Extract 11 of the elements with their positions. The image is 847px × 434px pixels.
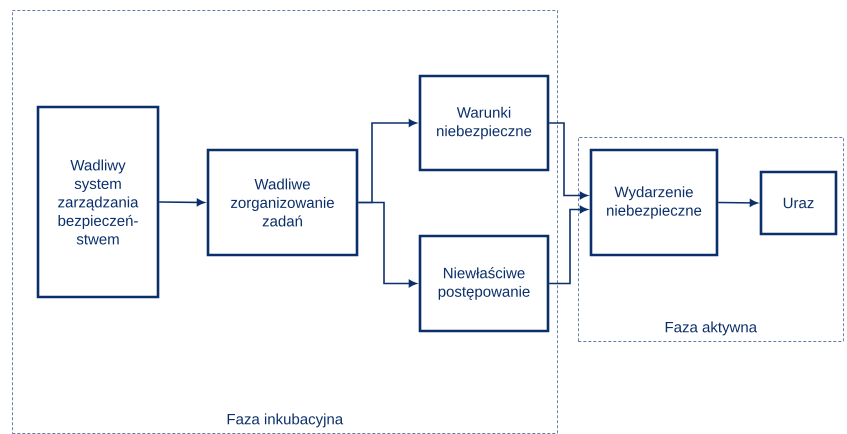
process-box: Niewłaściwe postępowanie	[418, 234, 550, 332]
process-box: Wadliwy system zarządzania bezpieczeń-stwem	[36, 106, 160, 298]
arrow	[549, 122, 588, 200]
arrow	[358, 202, 417, 288]
arrow	[549, 206, 588, 284]
process-box: Wydarzenie niebezpieczne	[590, 148, 718, 256]
arrow	[159, 198, 205, 206]
process-box: Uraz	[760, 170, 838, 236]
process-box: Wadliwe zorganizowanie zadań	[206, 148, 358, 256]
arrow	[718, 199, 758, 207]
process-box: Warunki niebezpieczne	[418, 74, 550, 172]
